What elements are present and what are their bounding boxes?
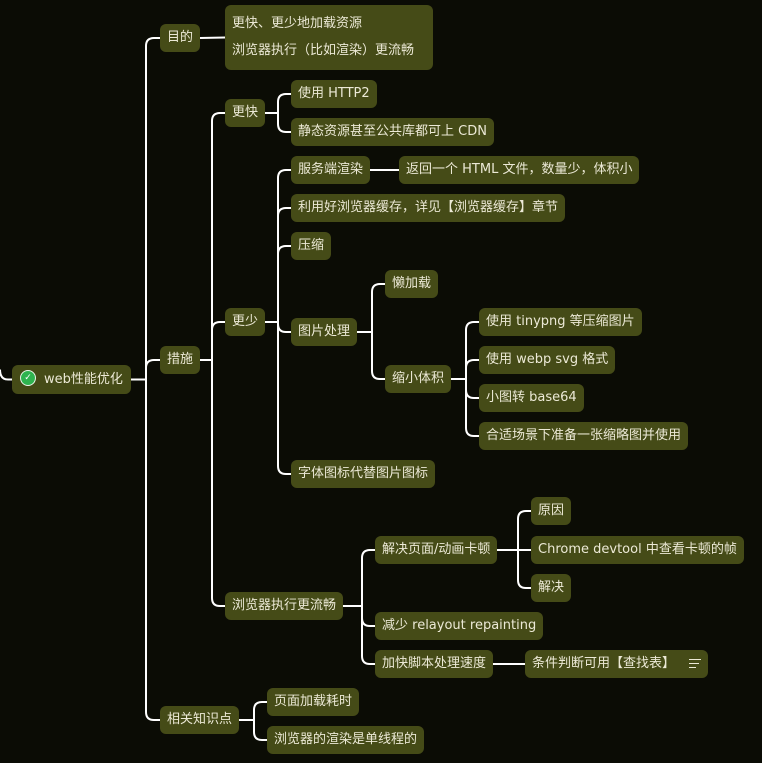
node-ssr[interactable]: 服务端渲染 xyxy=(291,156,371,184)
connector xyxy=(361,549,375,606)
node-load-time[interactable]: 页面加载耗时 xyxy=(267,688,360,716)
node-related[interactable]: 相关知识点 xyxy=(160,706,240,734)
node-http2[interactable]: 使用 HTTP2 xyxy=(291,80,377,108)
connector xyxy=(277,245,291,322)
node-goal-details[interactable]: 更快、更少地加载资源浏览器执行（比如渲染）更流畅 xyxy=(225,5,433,70)
connector xyxy=(277,93,291,113)
connector xyxy=(277,169,291,322)
node-cause[interactable]: 原因 xyxy=(531,497,572,525)
lookup-table-label: 条件判断可用【查找表】 xyxy=(532,656,676,671)
connector xyxy=(145,359,160,380)
connector xyxy=(199,36,226,39)
connector xyxy=(465,379,479,399)
connector xyxy=(361,606,375,627)
connector xyxy=(211,112,225,360)
node-lookup-table[interactable]: 条件判断可用【查找表】 xyxy=(525,650,709,678)
connector xyxy=(465,379,479,437)
connector xyxy=(361,606,375,665)
node-shrink[interactable]: 缩小体积 xyxy=(385,365,452,393)
goal-item: 更快、更少地加载资源 xyxy=(232,16,363,31)
node-webp[interactable]: 使用 webp svg 格式 xyxy=(479,346,616,374)
node-compress[interactable]: 压缩 xyxy=(291,232,332,260)
root-label: web性能优化 xyxy=(44,372,123,387)
connector xyxy=(211,321,225,360)
connector xyxy=(465,321,479,379)
connector xyxy=(253,720,267,741)
check-circle-icon: ✓ xyxy=(20,370,36,386)
node-faster[interactable]: 更快 xyxy=(225,99,266,127)
root-node[interactable]: ✓ web性能优化 xyxy=(12,365,131,394)
connector xyxy=(253,701,267,720)
node-tinypng[interactable]: 使用 tinypng 等压缩图片 xyxy=(479,308,642,336)
connector xyxy=(277,322,291,333)
node-script[interactable]: 加快脚本处理速度 xyxy=(375,650,494,678)
connector xyxy=(145,379,160,721)
connector xyxy=(371,283,385,332)
connector xyxy=(277,207,291,322)
node-smooth[interactable]: 浏览器执行更流畅 xyxy=(225,592,344,620)
connector xyxy=(277,322,291,475)
note-icon[interactable] xyxy=(689,656,702,671)
connector xyxy=(211,360,225,607)
node-ssr-detail[interactable]: 返回一个 HTML 文件，数量少，体积小 xyxy=(399,156,640,184)
node-images[interactable]: 图片处理 xyxy=(291,318,358,346)
connector xyxy=(277,113,291,133)
node-devtool[interactable]: Chrome devtool 中查看卡顿的帧 xyxy=(531,536,744,564)
connector xyxy=(517,510,531,550)
node-relayout[interactable]: 减少 relayout repainting xyxy=(375,612,544,640)
node-fewer[interactable]: 更少 xyxy=(225,308,266,336)
node-solve[interactable]: 解决 xyxy=(531,574,572,602)
node-single-thread[interactable]: 浏览器的渲染是单线程的 xyxy=(267,726,425,754)
connector xyxy=(0,369,12,381)
connector xyxy=(517,550,531,589)
goal-item: 浏览器执行（比如渲染）更流畅 xyxy=(232,42,415,58)
node-cdn[interactable]: 静态资源甚至公共库都可上 CDN xyxy=(291,118,494,146)
node-measures[interactable]: 措施 xyxy=(160,346,201,374)
node-iconfont[interactable]: 字体图标代替图片图标 xyxy=(291,460,436,488)
node-goal[interactable]: 目的 xyxy=(160,24,201,52)
node-jank[interactable]: 解决页面/动画卡顿 xyxy=(375,536,498,564)
connector xyxy=(465,359,479,379)
node-base64[interactable]: 小图转 base64 xyxy=(479,384,584,412)
node-thumbnail[interactable]: 合适场景下准备一张缩略图并使用 xyxy=(479,422,689,450)
node-lazy[interactable]: 懒加载 xyxy=(385,270,439,298)
connector xyxy=(145,37,160,380)
connector xyxy=(371,332,385,380)
node-cache[interactable]: 利用好浏览器缓存，详见【浏览器缓存】章节 xyxy=(291,194,566,222)
